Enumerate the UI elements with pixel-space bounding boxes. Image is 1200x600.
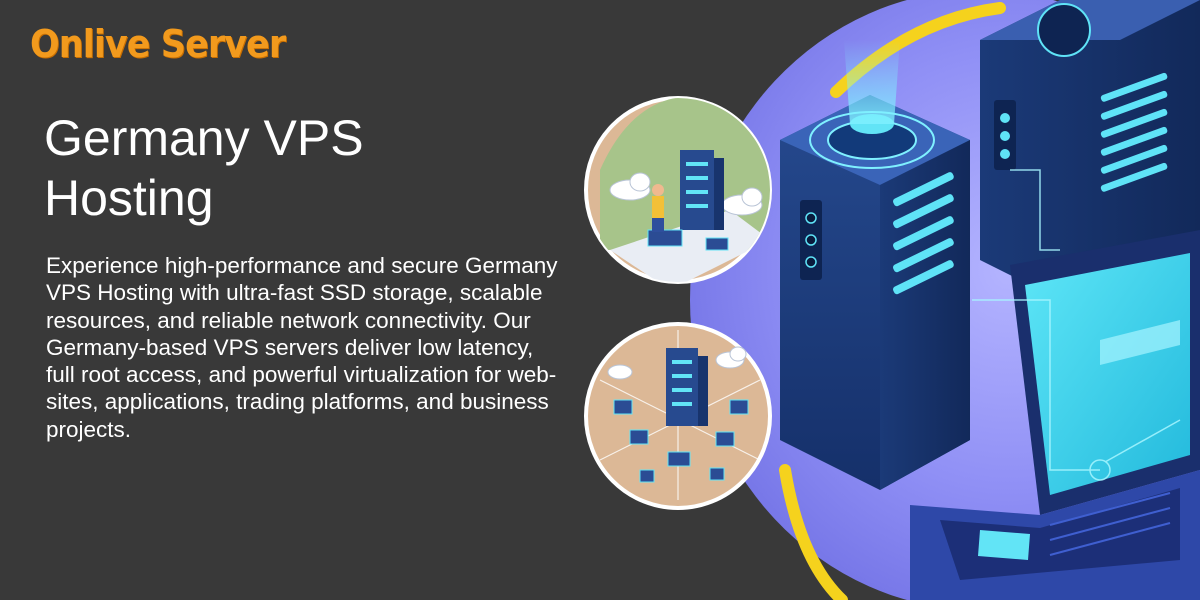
- page-title: Germany VPS Hosting: [44, 110, 364, 226]
- cloud-icon: [607, 346, 747, 380]
- cloud-icon: [609, 172, 763, 216]
- brand-logo[interactable]: Onlive Server: [30, 22, 286, 66]
- laptop-icon: [910, 230, 1200, 600]
- server-tower-icon: [780, 40, 970, 490]
- network-badge: [584, 322, 772, 510]
- server-rack-icon: [666, 348, 708, 426]
- hero-description: Experience high-performance and secure G…: [46, 253, 558, 442]
- cloud-server-badge: [584, 96, 772, 284]
- server-tower-icon: [980, 0, 1200, 320]
- hosting-illustration: [584, 0, 1200, 600]
- accent-ring-lower: [779, 464, 848, 600]
- network-node-icon: [613, 399, 749, 483]
- server-rack-icon: [680, 150, 724, 230]
